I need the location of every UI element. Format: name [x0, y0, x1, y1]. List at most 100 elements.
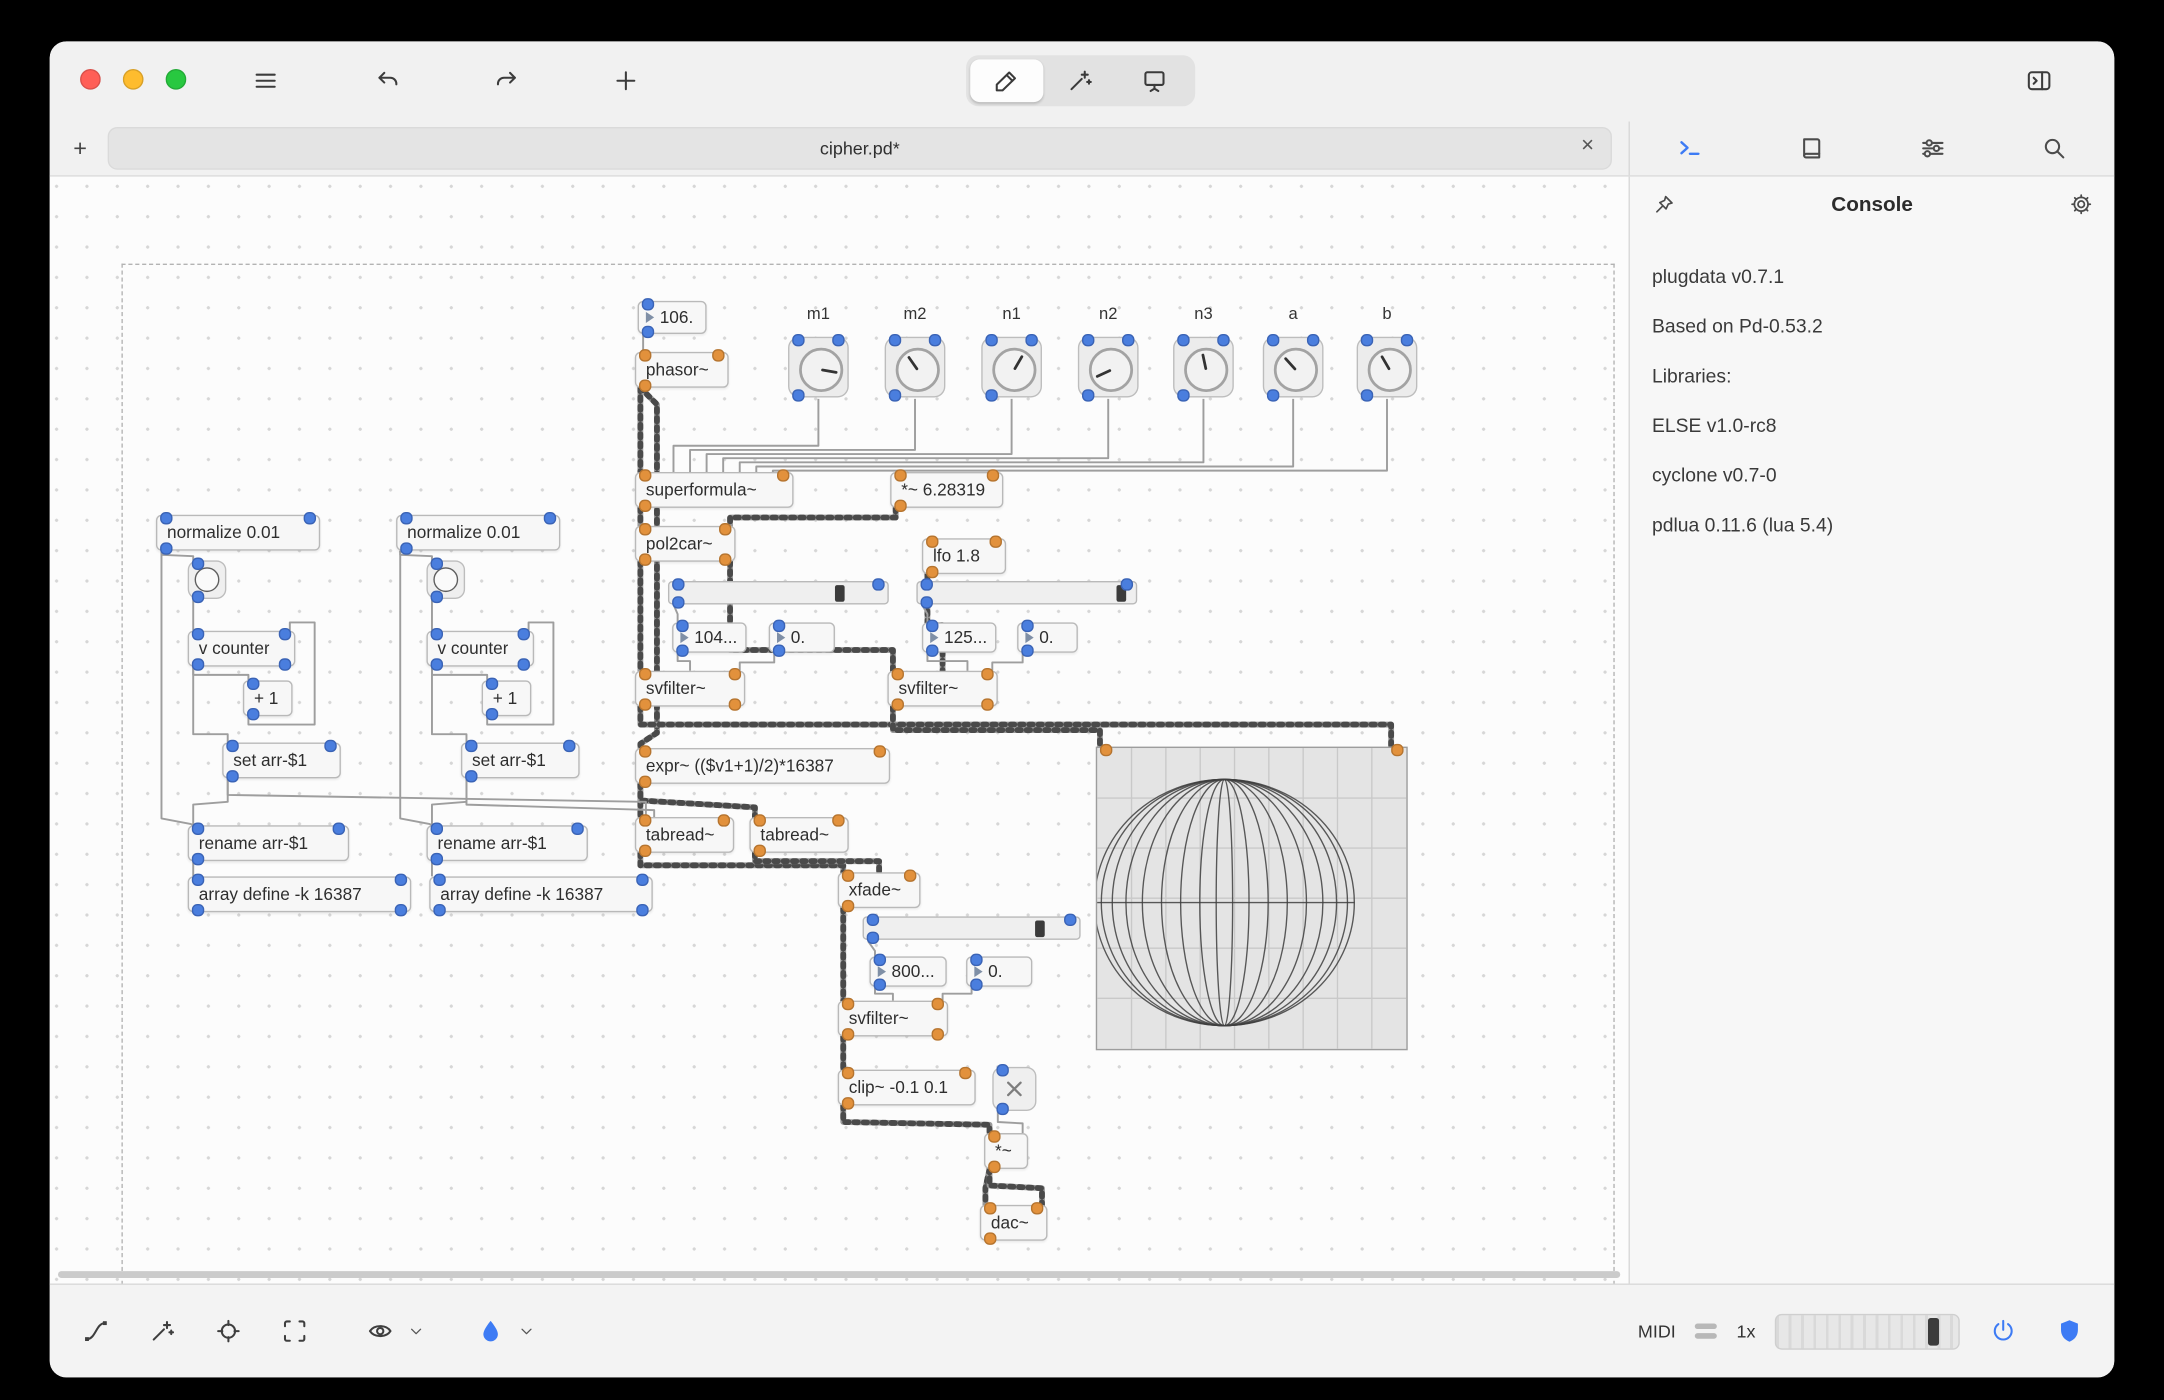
control-cable[interactable]: [738, 398, 1205, 472]
patch-slider-cutoff-2[interactable]: [916, 577, 1138, 608]
signal-port[interactable]: [753, 843, 766, 857]
patch-svfilter-2[interactable]: svfilter~: [887, 667, 998, 711]
control-port[interactable]: [1081, 333, 1095, 346]
signal-port[interactable]: [776, 468, 790, 481]
signal-cable[interactable]: [727, 504, 899, 529]
control-port[interactable]: [1360, 333, 1374, 346]
tab-console[interactable]: [1663, 128, 1718, 169]
control-port[interactable]: [1025, 333, 1038, 346]
patch-number-800[interactable]: 800...: [869, 952, 947, 991]
signal-port[interactable]: [988, 1159, 1001, 1173]
control-cable[interactable]: [705, 398, 1013, 472]
control-port[interactable]: [563, 739, 576, 752]
patch-toggle[interactable]: [992, 1063, 1037, 1115]
patch-svfilter-1[interactable]: svfilter~: [634, 667, 746, 711]
auto-patch-button[interactable]: [138, 1308, 185, 1355]
signal-port[interactable]: [1099, 743, 1113, 756]
signal-port[interactable]: [638, 468, 652, 481]
control-port[interactable]: [303, 511, 317, 524]
signal-port[interactable]: [841, 1096, 855, 1109]
control-port[interactable]: [926, 643, 939, 657]
control-port[interactable]: [772, 643, 786, 657]
patch-number-106[interactable]: 106.: [637, 297, 707, 338]
signal-port[interactable]: [728, 667, 742, 680]
signal-cable[interactable]: [752, 850, 883, 876]
control-cable[interactable]: [722, 398, 1110, 472]
signal-cable[interactable]: [840, 1102, 993, 1136]
control-port[interactable]: [672, 595, 685, 608]
control-cable[interactable]: [996, 1110, 1024, 1134]
control-port[interactable]: [1266, 333, 1280, 346]
midi-toggle[interactable]: MIDI: [1637, 1320, 1676, 1342]
signal-port[interactable]: [753, 813, 766, 826]
signal-cable[interactable]: [637, 850, 847, 876]
control-cable[interactable]: [926, 652, 969, 671]
control-port[interactable]: [672, 577, 685, 590]
close-tab-button[interactable]: ×: [1576, 131, 1600, 161]
control-cable[interactable]: [755, 398, 1295, 472]
control-port[interactable]: [866, 930, 880, 944]
control-port[interactable]: [676, 618, 689, 632]
signal-port[interactable]: [841, 899, 855, 912]
control-cable[interactable]: [991, 652, 1024, 671]
signal-port[interactable]: [989, 534, 1002, 548]
signal-port[interactable]: [638, 744, 652, 757]
protect-button[interactable]: [2045, 1308, 2092, 1355]
signal-port[interactable]: [984, 1231, 997, 1245]
signal-port[interactable]: [638, 498, 652, 512]
control-cable[interactable]: [465, 778, 656, 818]
signal-cable[interactable]: [890, 703, 1103, 751]
patch-counter-1[interactable]: v counter: [187, 627, 296, 671]
control-port[interactable]: [866, 912, 880, 926]
control-cable[interactable]: [486, 621, 555, 726]
tab-documentation[interactable]: [1784, 128, 1839, 169]
tab-cipher[interactable]: cipher.pd* ×: [107, 126, 1612, 170]
control-port[interactable]: [485, 676, 499, 690]
patch-bang-1[interactable]: [187, 556, 227, 603]
control-port[interactable]: [571, 821, 584, 835]
signal-port[interactable]: [959, 1066, 972, 1079]
patch-pol2car[interactable]: pol2car~: [634, 522, 736, 566]
control-cable[interactable]: [226, 778, 647, 818]
control-port[interactable]: [1122, 333, 1135, 346]
signal-cable[interactable]: [840, 1102, 993, 1136]
control-cable[interactable]: [399, 550, 433, 827]
patch-svfilter-3[interactable]: svfilter~: [837, 997, 949, 1040]
patch-knob-b[interactable]: b: [1356, 304, 1418, 401]
signal-port[interactable]: [712, 348, 725, 361]
control-port[interactable]: [191, 903, 205, 916]
control-port[interactable]: [247, 707, 260, 720]
theme-button[interactable]: [466, 1308, 513, 1355]
patch-clip[interactable]: clip~ -0.1 0.1: [837, 1066, 976, 1109]
visibility-dropdown-button[interactable]: [403, 1308, 428, 1355]
control-port[interactable]: [996, 1063, 1009, 1076]
signal-cable[interactable]: [890, 703, 1103, 751]
control-port[interactable]: [920, 595, 933, 608]
signal-port[interactable]: [638, 813, 652, 826]
toggle-sidebar-button[interactable]: [2015, 57, 2062, 104]
signal-port[interactable]: [873, 744, 887, 757]
signal-port[interactable]: [638, 522, 652, 535]
slider-handle[interactable]: [1035, 919, 1046, 937]
signal-port[interactable]: [1030, 1201, 1044, 1214]
patch-tabread-2[interactable]: tabread~: [749, 813, 849, 857]
control-cable[interactable]: [676, 652, 692, 671]
signal-port[interactable]: [903, 868, 917, 882]
control-port[interactable]: [888, 388, 902, 401]
control-port[interactable]: [324, 739, 337, 752]
patch-array-define-1[interactable]: array define -k 16387: [187, 872, 412, 916]
control-port[interactable]: [332, 821, 346, 835]
visibility-button[interactable]: [356, 1308, 403, 1355]
presentation-mode-button[interactable]: [1117, 59, 1191, 102]
control-port[interactable]: [1021, 618, 1034, 632]
connection-style-button[interactable]: [72, 1308, 119, 1355]
patch-slider-cutoff-1[interactable]: [667, 577, 889, 608]
control-port[interactable]: [247, 676, 260, 690]
control-port[interactable]: [191, 852, 205, 865]
control-port[interactable]: [985, 388, 998, 401]
control-cable[interactable]: [771, 398, 1388, 472]
patch-scope[interactable]: [1095, 743, 1408, 1051]
patch-number-0-a[interactable]: 0.: [768, 618, 835, 657]
control-port[interactable]: [1360, 388, 1374, 401]
